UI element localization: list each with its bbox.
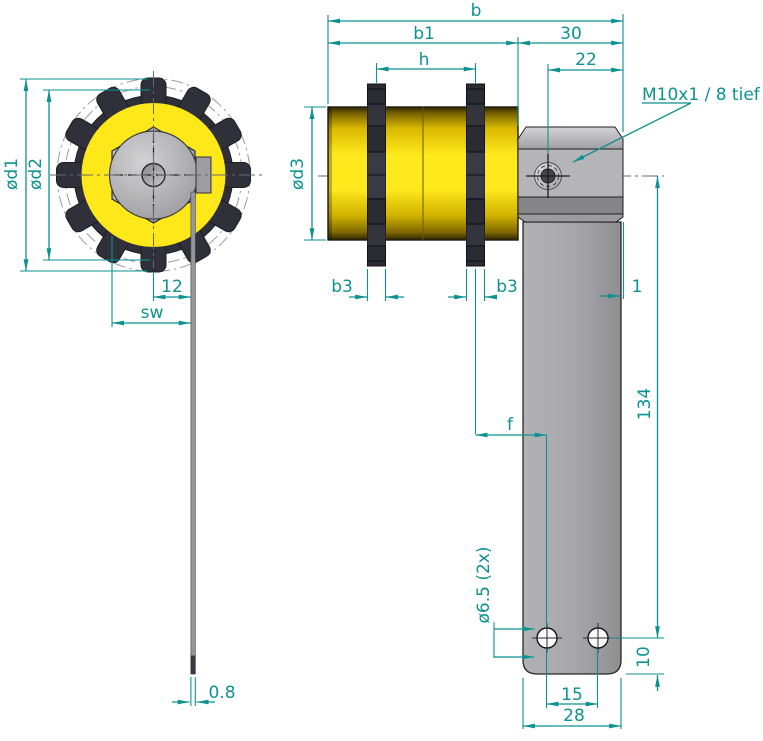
dim-1-label: 1 [632, 277, 643, 297]
dim-134-label: 134 [635, 388, 655, 420]
dim-h-label: h [419, 50, 430, 70]
dim-12-label: 12 [161, 277, 183, 297]
arm-edge-tip [190, 655, 196, 675]
dim-30-label: 30 [560, 24, 582, 44]
side-view-assembly [318, 83, 664, 675]
thread-leader [572, 102, 692, 163]
dimension-labels: ød1 ød2 12 sw 0.8 ød3 b b1 h 30 22 M10x1… [2, 1, 761, 726]
dim-10-label: 10 [634, 646, 654, 668]
threaded-hole [526, 154, 570, 198]
hole-note-label: ø6.5 (2x) [474, 547, 494, 624]
mounting-holes [532, 623, 613, 653]
dim-b1-label: b1 [413, 24, 435, 44]
front-centerlines [50, 71, 262, 268]
thread-note-label: M10x1 / 8 tief [642, 85, 761, 105]
dim-b3-right-label: b3 [496, 277, 518, 297]
dim-od3-label: ød3 [288, 158, 308, 190]
extension-lines [20, 14, 664, 729]
dim-sw-label: sw [141, 303, 164, 323]
dim-08-label: 0.8 [208, 683, 235, 703]
sprocket-ring-right [466, 83, 485, 267]
roller-left-shade [328, 107, 332, 240]
arm-edge-view [190, 191, 196, 657]
bracket-arm [522, 221, 622, 675]
dim-15-label: 15 [561, 685, 583, 705]
dim-od1-label: ød1 [2, 158, 22, 190]
dim-28-label: 28 [563, 706, 585, 726]
dim-b3-left-label: b3 [331, 277, 353, 297]
dimension-lines [23, 18, 660, 729]
dim-22-label: 22 [575, 50, 597, 70]
dim-b-label: b [471, 1, 482, 21]
front-view-sprocket [50, 71, 262, 675]
dim-od2-label: ød2 [26, 158, 46, 190]
hex-nut-block [517, 126, 624, 223]
sprocket-ring-left [367, 83, 386, 267]
dim-f-label: f [507, 415, 514, 435]
